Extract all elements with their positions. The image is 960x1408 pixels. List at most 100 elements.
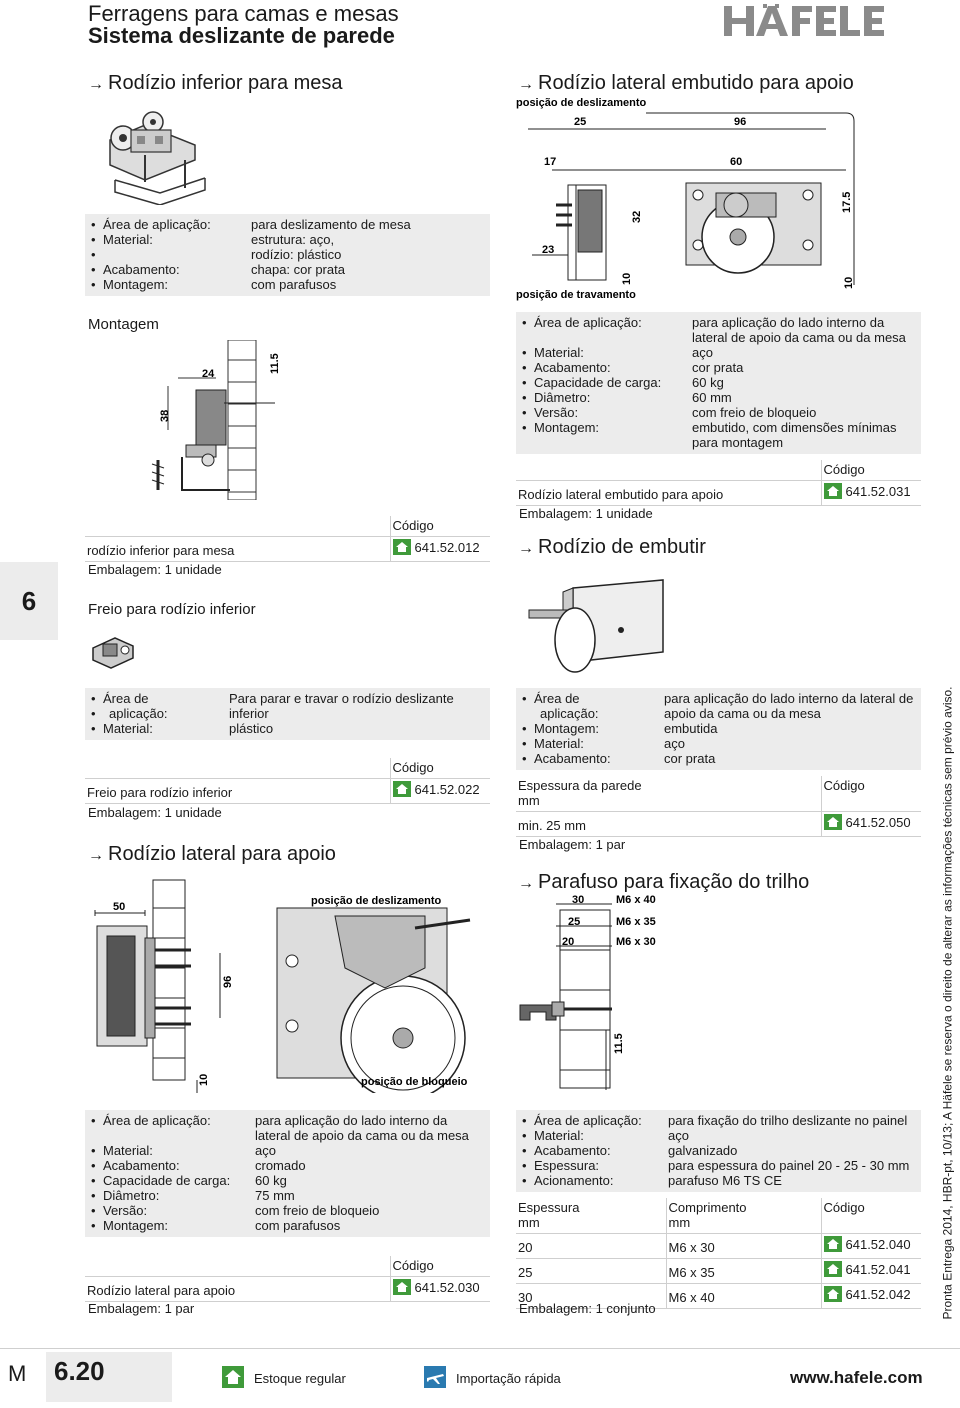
dim-32: 32 [631,211,643,223]
dim-96: 96 [222,976,234,988]
spec-key: Capacidade de carga: [91,1173,255,1188]
house-icon [823,483,842,502]
spec-key-empty [91,1128,255,1143]
embutir-pack: Embalagem: 1 par [519,837,626,852]
dim-60: 60 [730,156,742,168]
spec-value: para espessura do painel 20 - 25 - 30 mm [668,1158,910,1173]
item-name: Rodízio lateral para apoio [85,1276,390,1302]
hafele-logo [722,4,922,44]
embutido-order-table: Código Rodízio lateral embutido para apo… [516,460,921,506]
spec-value: 60 mm [692,390,732,405]
col-header-comprimento: Comprimento [668,1200,747,1215]
table-row: 25 M6 x 35 641.52.041 [516,1258,921,1284]
label-bloqueio: posição de bloqueio [361,1076,468,1088]
spec-key: Versão: [522,405,692,420]
stock-legend-label: Estoque regular [254,1371,346,1386]
spec-value: chapa: cor prata [251,262,345,277]
dim-17: 17 [544,156,556,168]
arrow-icon: → [518,875,534,892]
house-icon [823,1286,842,1305]
item-code: 641.52.040 [845,1237,911,1252]
spec-key: Montagem: [91,1218,255,1233]
spec-key: Área de [522,691,664,706]
spec-key: Material: [522,736,664,751]
row-length: M6 x 35 [665,1258,821,1284]
spec-value-cont: apoio da cama ou da mesa [664,706,821,721]
dim-10: 10 [198,1074,210,1086]
spec-key: Montagem: [522,721,664,736]
code-header: Código [820,460,921,481]
spec-value: para fixação do trilho deslizante no pai… [668,1113,908,1128]
spec-key: Área de aplicação: [91,217,251,232]
spec-key: Acabamento: [522,360,692,375]
spec-value: com freio de bloqueio [692,405,817,420]
spec-value: cor prata [664,751,716,766]
item-code: 641.52.041 [845,1262,911,1277]
spec-key: Material: [91,721,229,736]
dim-24: 24 [202,368,215,380]
spec-value: com parafusos [255,1218,341,1233]
side-note-text: Pronta Entrega 2014, HBR-pt, 10/13; A Hä… [940,686,955,1319]
spec-key: Capacidade de carga: [522,375,692,390]
dim-11-5: 11.5 [269,353,280,374]
item-name: rodízio inferior para mesa [85,536,390,562]
house-icon [392,1279,411,1298]
freio-order-table: Código Freio para rodízio inferior 641.5… [85,758,490,804]
arrow-icon: → [88,847,104,864]
item-code: 641.52.022 [414,782,480,797]
spec-value: para montagem [692,435,784,450]
dim-50: 50 [113,901,125,913]
inferior-mounting-diagram: 24 38 11.5 [150,339,281,501]
spec-key: Acabamento: [522,1143,668,1158]
spec-value: parafuso M6 TS CE [668,1173,782,1188]
embutir-product-image [525,570,675,680]
label-deslizamento: posição de deslizamento [516,97,646,109]
spec-key: Versão: [91,1203,255,1218]
freio-product-image [85,628,145,673]
arrow-icon: → [518,76,534,93]
spec-value: para deslizamento de mesa [251,217,411,232]
spec-value: para aplicação do lado interno da [255,1113,448,1128]
spec-key-cont: aplicação: [540,706,599,721]
dim-11-5: 11.5 [613,1033,625,1054]
spec-key: Material: [91,232,251,247]
spec-key: Material: [522,345,692,360]
page-number: 6.20 [54,1356,105,1386]
spec-value: Para parar e travar o rodízio deslizante [229,691,454,706]
spec-value: galvanizado [668,1143,738,1158]
spec-value: embutida [664,721,718,736]
spec-value: com parafusos [251,277,337,292]
row-length: M6 x 40 [665,1283,821,1309]
section-title-parafuso: →Parafuso para fixação do trilho [518,871,810,893]
row-length: M6 x 30 [665,1233,821,1259]
spec-value: 60 kg [692,375,724,390]
spec-key-empty [522,435,692,450]
col-header-espessura: Espessura [518,1200,580,1215]
spec-key: Espessura: [522,1158,668,1173]
spec-key: Material: [91,1143,255,1158]
embutido-diagram: posição de deslizamento posição de trava… [516,95,861,305]
inferior-pack: Embalagem: 1 unidade [88,562,222,577]
col-header-espessura: Espessura da parede [518,778,642,793]
inferior-order-table: Código rodízio inferior para mesa 641.52… [85,516,490,562]
dim-m6x35: M6 x 35 [616,916,656,928]
house-icon [392,539,411,558]
item-code: 641.52.012 [414,540,480,555]
section-title-embutir: →Rodízio de embutir [518,536,706,558]
import-legend-icon [424,1366,446,1391]
dim-10a: 10 [621,273,633,285]
col-header-unit: mm [518,793,540,808]
spec-value: aço [668,1128,689,1143]
dim-23: 23 [542,244,554,256]
spec-key: Área de aplicação: [91,1113,255,1128]
item-thickness: min. 25 mm [516,811,821,837]
spec-value: cor prata [692,360,744,375]
dim-25: 25 [574,116,586,128]
dim-38: 38 [159,410,171,422]
spec-key: Acabamento: [91,262,251,277]
spec-value: para aplicação do lado interno da [692,315,885,330]
freio-pack: Embalagem: 1 unidade [88,805,222,820]
website-link[interactable]: www.hafele.com [790,1368,923,1387]
dim-25: 25 [568,916,580,928]
